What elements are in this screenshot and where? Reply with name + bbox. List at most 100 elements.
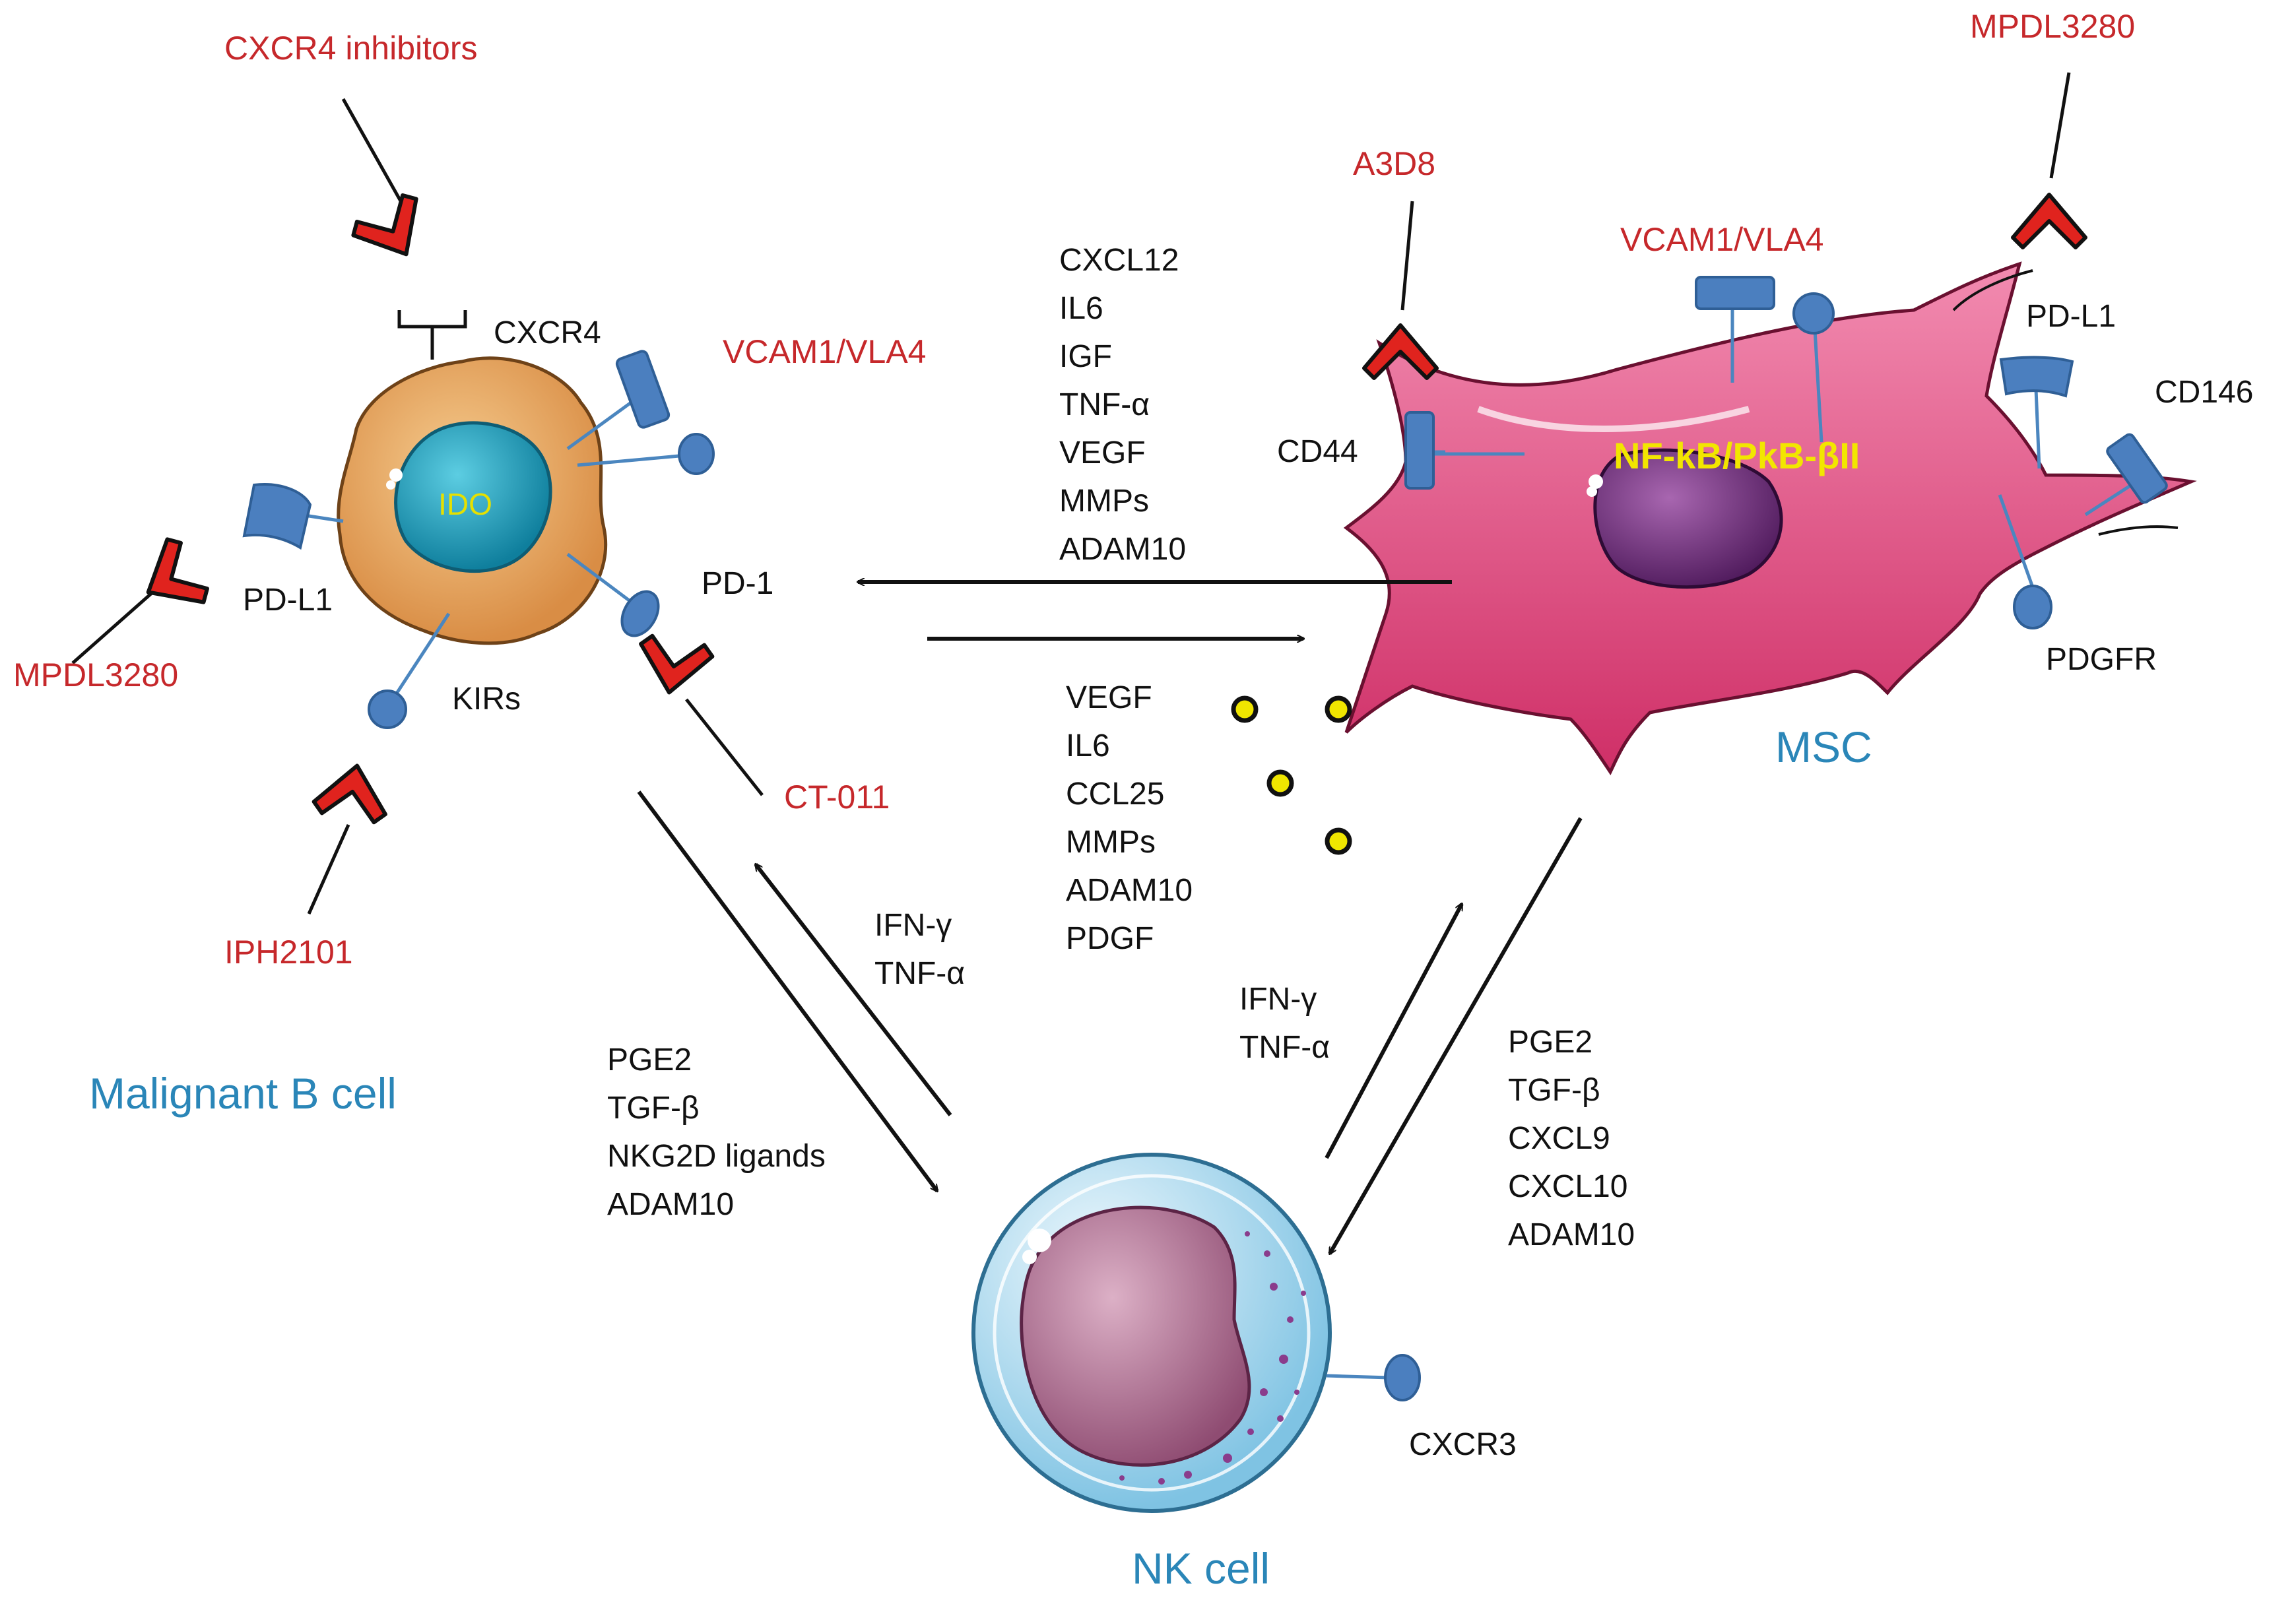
factor-item: CXCL10	[1508, 1169, 1627, 1204]
msc-vla4-stem	[1813, 329, 1823, 443]
interaction-arrows	[637, 582, 1583, 1254]
vesicle	[1266, 769, 1294, 797]
msc-pdl1-label: PD-L1	[2026, 299, 2116, 334]
vesicle	[1325, 827, 1352, 855]
msc-process-upper	[1952, 269, 2033, 311]
mpdl3280-msc-label: MPDL3280	[1970, 8, 2135, 45]
factor-item: IL6	[1066, 728, 1110, 763]
cxcr4-inhibitor-symbol-stem	[341, 98, 405, 206]
secreted-vesicles	[1231, 695, 1352, 855]
factor-item: MMPs	[1066, 825, 1156, 860]
msc-receptors	[1404, 276, 2168, 629]
cxcr4-inhibitors-label: CXCR4 inhibitors	[224, 30, 477, 67]
ct011-label: CT-011	[784, 779, 890, 816]
b-pdl1-label: PD-L1	[243, 583, 333, 618]
factor-item: IFN-γ	[874, 908, 952, 943]
cxcr4-receptor	[397, 310, 467, 360]
pdgfr-receptor	[2013, 585, 2052, 629]
factor-item: TGF-β	[607, 1091, 700, 1126]
cxcr3-label: CXCR3	[1409, 1427, 1517, 1462]
vcam-receptor-block	[615, 350, 671, 429]
pd1-receptor	[620, 590, 660, 637]
pdgfr-label: PDGFR	[2046, 642, 2157, 677]
factor-item: ADAM10	[1508, 1217, 1635, 1252]
msc-highlight	[1477, 406, 1750, 432]
mpdl3280-b-label: MPDL3280	[13, 657, 178, 693]
ct011-symbol-stem	[685, 698, 764, 796]
factor-list-msc-to-nk: PGE2 TGF-β CXCL9 CXCL10 ADAM10	[1508, 1025, 1635, 1252]
factor-list-nk-to-b: IFN-γ TNF-α	[874, 908, 965, 991]
cxcr4-label: CXCR4	[494, 315, 601, 350]
mpdl3280-b-symbol-stem	[71, 586, 160, 664]
mpdl3280-msc-symbol	[2011, 72, 2087, 249]
vcam-circle-stem	[577, 453, 687, 467]
factor-list-msc-to-b: CXCL12 IL6 IGF TNF-α VEGF MMPs ADAM10	[1059, 243, 1186, 567]
b-cell-highlight	[389, 468, 403, 482]
factor-item: MMPs	[1059, 484, 1149, 519]
cd146-label: CD146	[2155, 375, 2253, 410]
factor-item: CXCL9	[1508, 1121, 1610, 1156]
iph2101-symbol	[307, 763, 387, 915]
ct011-symbol-chevron	[639, 633, 715, 695]
malignant-b-cell: IDO	[337, 356, 608, 645]
kirs-label: KIRs	[452, 682, 521, 717]
vla4-circle	[678, 433, 715, 475]
msc-cell: NF-kB/PkB-βII	[1343, 261, 2197, 775]
msc-name: MSC	[1775, 722, 1872, 771]
cd44-label: CD44	[1277, 434, 1358, 469]
cxcr4-inhibitor-symbol	[341, 98, 418, 257]
nk-granules	[1119, 1231, 1306, 1485]
msc-process-right	[2098, 525, 2179, 536]
pdgfr-stem	[1998, 494, 2035, 588]
cxcr4-inhibitor-symbol-chevron	[351, 193, 418, 257]
mpdl3280-msc-symbol-chevron	[2011, 193, 2087, 249]
nk-highlight	[1028, 1229, 1051, 1252]
msc-vcam-label: VCAM1/VLA4	[1620, 221, 1823, 258]
nk-cell-membrane	[993, 1174, 1311, 1492]
kirs-receptor	[368, 690, 407, 729]
cd146-receptor	[2106, 433, 2168, 504]
cxcr3-stem	[1326, 1374, 1390, 1380]
ct011-symbol	[639, 633, 764, 796]
factor-item: VEGF	[1059, 435, 1146, 470]
factor-list-b-to-msc: VEGF IL6 CCL25 MMPs ADAM10 PDGF	[1066, 680, 1193, 956]
arrow-nk-to-msc	[1325, 904, 1464, 1159]
factor-item: NKG2D ligands	[607, 1139, 826, 1174]
msc-highlight-dot-small	[1587, 486, 1597, 497]
factor-list-nk-to-msc: IFN-γ TNF-α	[1239, 982, 1330, 1065]
factor-list-b-to-nk: PGE2 TGF-β NKG2D ligands ADAM10	[607, 1043, 826, 1222]
factor-item: VEGF	[1066, 680, 1152, 715]
factor-item: ADAM10	[1059, 532, 1186, 567]
arrow-msc-to-nk	[1328, 817, 1583, 1254]
nk-cell	[971, 1153, 1332, 1513]
nfkb-label: NF-kB/PkB-βII	[1614, 435, 1860, 476]
msc-nucleus	[1593, 448, 1783, 589]
a3d8-label: A3D8	[1353, 145, 1435, 182]
cxcr3-receptor	[1384, 1354, 1421, 1401]
arrow-nk-to-b	[756, 864, 952, 1116]
factor-item: TNF-α	[1239, 1030, 1330, 1065]
vesicle	[1325, 695, 1352, 723]
a3d8-symbol	[1362, 201, 1439, 380]
b-cell-name: Malignant B cell	[89, 1069, 397, 1118]
pd1-label: PD-1	[702, 566, 773, 601]
factor-item: TGF-β	[1508, 1073, 1600, 1108]
factor-item: PGE2	[607, 1043, 692, 1077]
factor-item: TNF-α	[874, 956, 965, 991]
b-cell-nucleus	[394, 421, 552, 573]
arrow-b-to-nk	[637, 790, 937, 1191]
factor-item: ADAM10	[607, 1187, 734, 1222]
nk-cell-name: NK cell	[1132, 1544, 1270, 1593]
b-cell-receptors	[242, 310, 715, 729]
msc-pdl1-receptor	[1999, 356, 2074, 398]
factor-item: CCL25	[1066, 777, 1164, 812]
pdl1-b-receptor	[242, 483, 312, 550]
a3d8-symbol-chevron	[1362, 323, 1439, 380]
msc-highlight-dot	[1589, 474, 1603, 489]
iph2101-symbol-chevron	[312, 763, 387, 825]
nk-highlight-small	[1022, 1250, 1037, 1264]
factor-item: TNF-α	[1059, 387, 1150, 422]
iph2101-label: IPH2101	[224, 934, 353, 971]
mpdl3280-b-symbol	[71, 537, 209, 664]
